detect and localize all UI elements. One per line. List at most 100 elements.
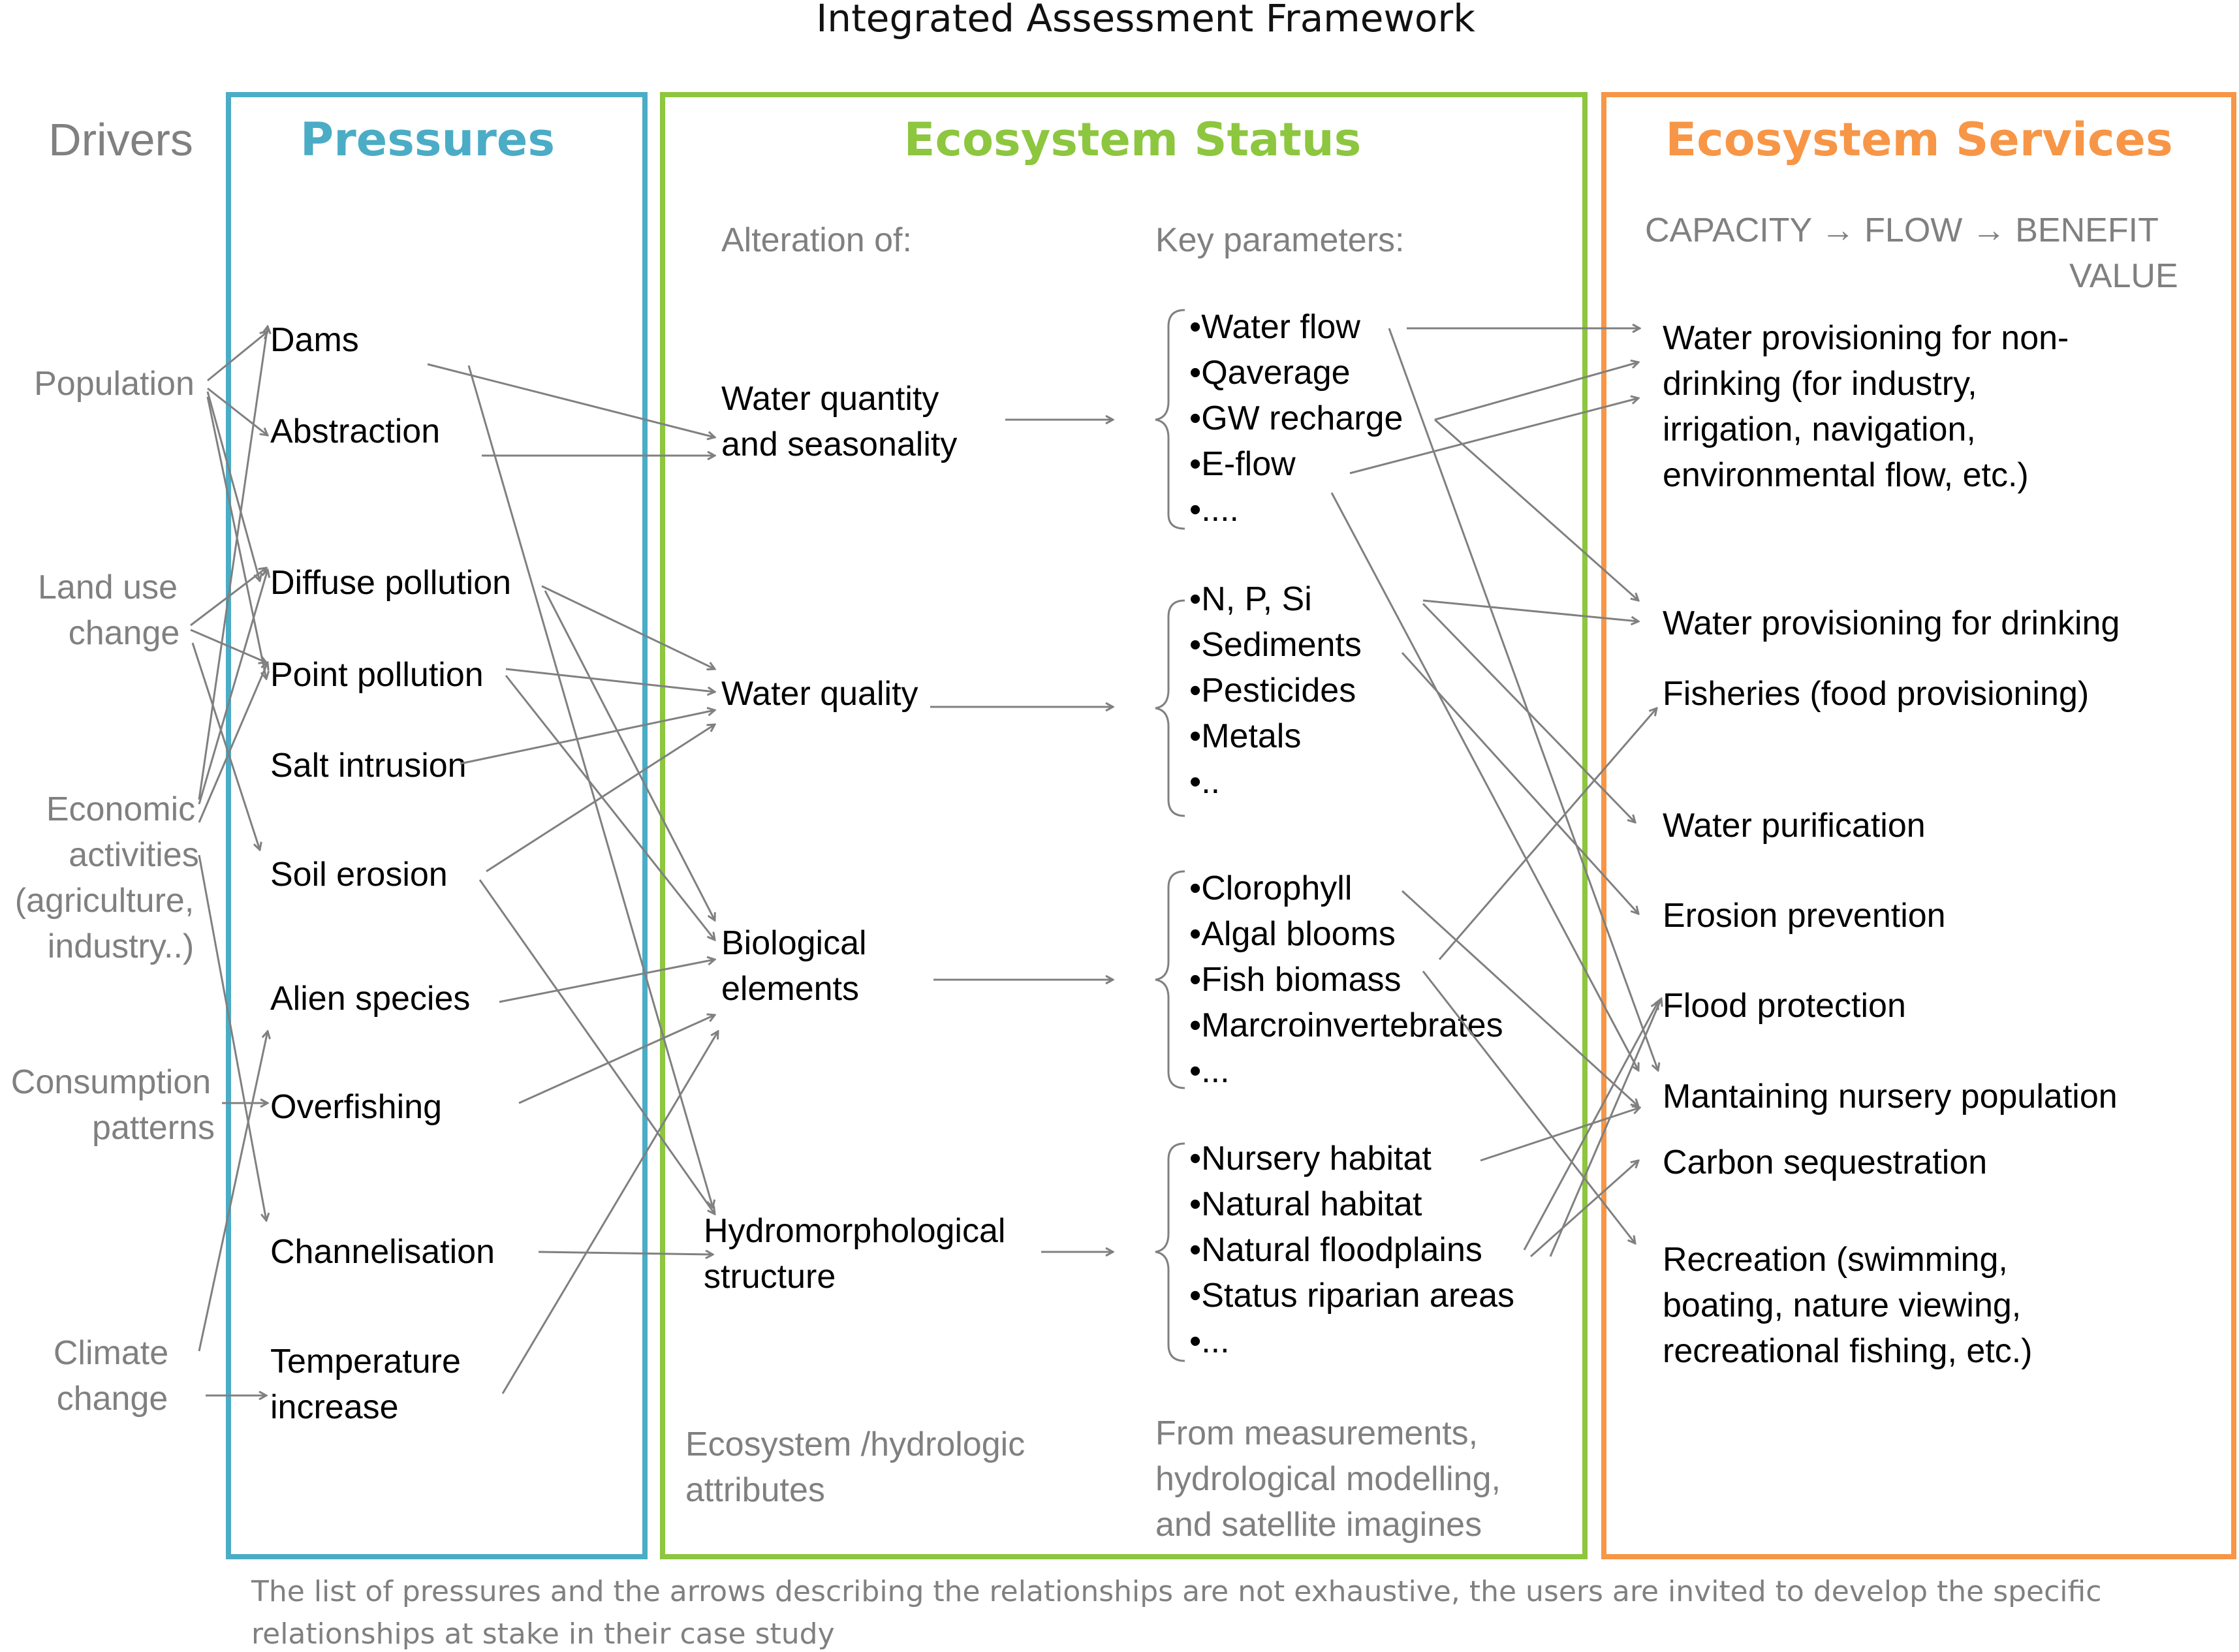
params-quality: •N, P, Si •Sediments •Pesticides •Metals… (1189, 580, 1362, 801)
param-item: •Nursery habitat (1189, 1140, 1432, 1177)
arrow (207, 387, 268, 435)
status-footer-right-line1: From measurements, (1155, 1414, 1478, 1452)
param-item: •.... (1189, 491, 1239, 529)
service-recreation-line2: boating, nature viewing, (1663, 1286, 2021, 1324)
arrow (538, 1252, 713, 1255)
brace-hydro (1155, 1142, 1185, 1362)
param-item: •N, P, Si (1189, 580, 1312, 618)
arrow (1549, 999, 1661, 1257)
arrow (1530, 1161, 1638, 1258)
param-item: •.. (1189, 763, 1220, 801)
arrow (1422, 971, 1635, 1243)
driver-economic-line3: (agriculture, (15, 882, 195, 920)
pressure-point-pollution: Point pollution (270, 656, 484, 694)
arrow (1349, 398, 1638, 475)
key-parameters-label: Key parameters: (1155, 221, 1405, 259)
arrow (190, 629, 266, 662)
pressure-salt-intrusion: Salt intrusion (270, 747, 467, 785)
pressure-dams: Dams (270, 321, 359, 359)
arrow (1422, 599, 1638, 621)
arrow (198, 326, 268, 800)
arrow (1523, 1002, 1658, 1251)
footnote-line2: relationships at stake in their case stu… (251, 1617, 835, 1651)
service-erosion: Erosion prevention (1663, 897, 1946, 935)
driver-climate-line2: change (57, 1380, 168, 1418)
services-chain-line2: VALUE (2069, 257, 2178, 295)
driver-land-use-line1: Land use (38, 569, 178, 606)
param-item: •Fish biomass (1189, 961, 1401, 999)
param-item: •Clorophyll (1189, 869, 1352, 907)
status-footer-right-line3: and satellite imagines (1155, 1506, 1482, 1544)
drivers-header: Drivers (48, 114, 193, 165)
service-flood: Flood protection (1663, 987, 1906, 1025)
arrow (198, 570, 268, 805)
arrow (1388, 328, 1658, 1070)
param-item: •Water flow (1189, 308, 1360, 346)
arrow (198, 1031, 268, 1352)
arrow (1434, 418, 1638, 600)
service-recreation-line3: recreational fishing, etc.) (1663, 1332, 2033, 1370)
arrow (460, 710, 715, 765)
pressure-diffuse-pollution: Diffuse pollution (270, 564, 511, 602)
diagram-title: Integrated Assessment Framework (816, 0, 1475, 40)
brace-quantity (1155, 309, 1185, 530)
pressure-status-arrows (427, 363, 718, 1394)
service-nondrinking-line4: environmental flow, etc.) (1663, 456, 2029, 494)
driver-economic-line4: industry..) (48, 927, 194, 965)
arrow (206, 391, 260, 581)
pressures-box (226, 92, 648, 1559)
pressures-header: Pressures (300, 113, 555, 166)
arrow (207, 332, 268, 382)
arrow (505, 668, 715, 692)
service-nondrinking-line1: Water provisioning for non- (1663, 319, 2069, 357)
driver-economic-line1: Economic (46, 790, 195, 828)
footnote-line1: The list of pressures and the arrows des… (251, 1575, 2101, 1608)
service-nondrinking-line2: drinking (for industry, (1663, 365, 1977, 403)
arrow (467, 365, 713, 1208)
arrow (501, 1031, 718, 1394)
service-purification: Water purification (1663, 807, 1926, 845)
pressure-temperature-line1: Temperature (270, 1343, 461, 1380)
driver-climate-line1: Climate (54, 1334, 168, 1372)
arrow (198, 662, 268, 823)
service-drinking: Water provisioning for drinking (1663, 604, 2120, 642)
ecosystem-status-header: Ecosystem Status (904, 113, 1362, 166)
alteration-hydro-line2: structure (704, 1258, 836, 1296)
arrow (1401, 890, 1638, 1106)
services-chain-line1: CAPACITY → FLOW → BENEFIT (1645, 211, 2159, 249)
param-item: •E-flow (1189, 445, 1296, 483)
params-quantity: •Water flow •Qaverage •GW recharge •E-fl… (1189, 308, 1403, 529)
driver-consumption-line2: patterns (92, 1109, 215, 1147)
arrow (518, 1015, 715, 1104)
params-bio: •Clorophyll •Algal blooms •Fish biomass … (1189, 869, 1503, 1090)
ecosystem-services-box (1601, 92, 2236, 1559)
alteration-param-arrows (930, 420, 1113, 1252)
alteration-hydro-line1: Hydromorphological (704, 1212, 1005, 1250)
pressure-abstraction: Abstraction (270, 413, 440, 450)
arrow (198, 854, 266, 1221)
params-hydro: •Nursery habitat •Natural habitat •Natur… (1189, 1140, 1514, 1360)
ecosystem-services-header: Ecosystem Services (1665, 113, 2172, 166)
alteration-quantity-line2: and seasonality (721, 426, 957, 463)
arrow (499, 959, 715, 1003)
pressure-overfishing: Overfishing (270, 1088, 442, 1126)
service-nondrinking-line3: irrigation, navigation, (1663, 411, 1976, 448)
alteration-of-label: Alteration of: (721, 221, 912, 259)
param-item: •... (1189, 1052, 1230, 1090)
param-item: •Natural floodplains (1189, 1231, 1482, 1269)
ecosystem-status-box (660, 92, 1588, 1559)
pressure-temperature-line2: increase (270, 1388, 399, 1426)
arrow (1434, 362, 1638, 421)
status-footer-left-line2: attributes (685, 1471, 825, 1509)
arrow (1422, 602, 1635, 822)
param-item: •Marcroinvertebrates (1189, 1006, 1503, 1044)
arrow (544, 590, 715, 920)
arrow (478, 879, 715, 1214)
driver-pressure-arrows (190, 326, 268, 1395)
alteration-quantity-line1: Water quantity (721, 380, 939, 418)
arrow (1330, 492, 1638, 1070)
pressure-soil-erosion: Soil erosion (270, 856, 448, 894)
param-item: •Status riparian areas (1189, 1277, 1514, 1315)
service-fisheries: Fisheries (food provisioning) (1663, 675, 2089, 713)
